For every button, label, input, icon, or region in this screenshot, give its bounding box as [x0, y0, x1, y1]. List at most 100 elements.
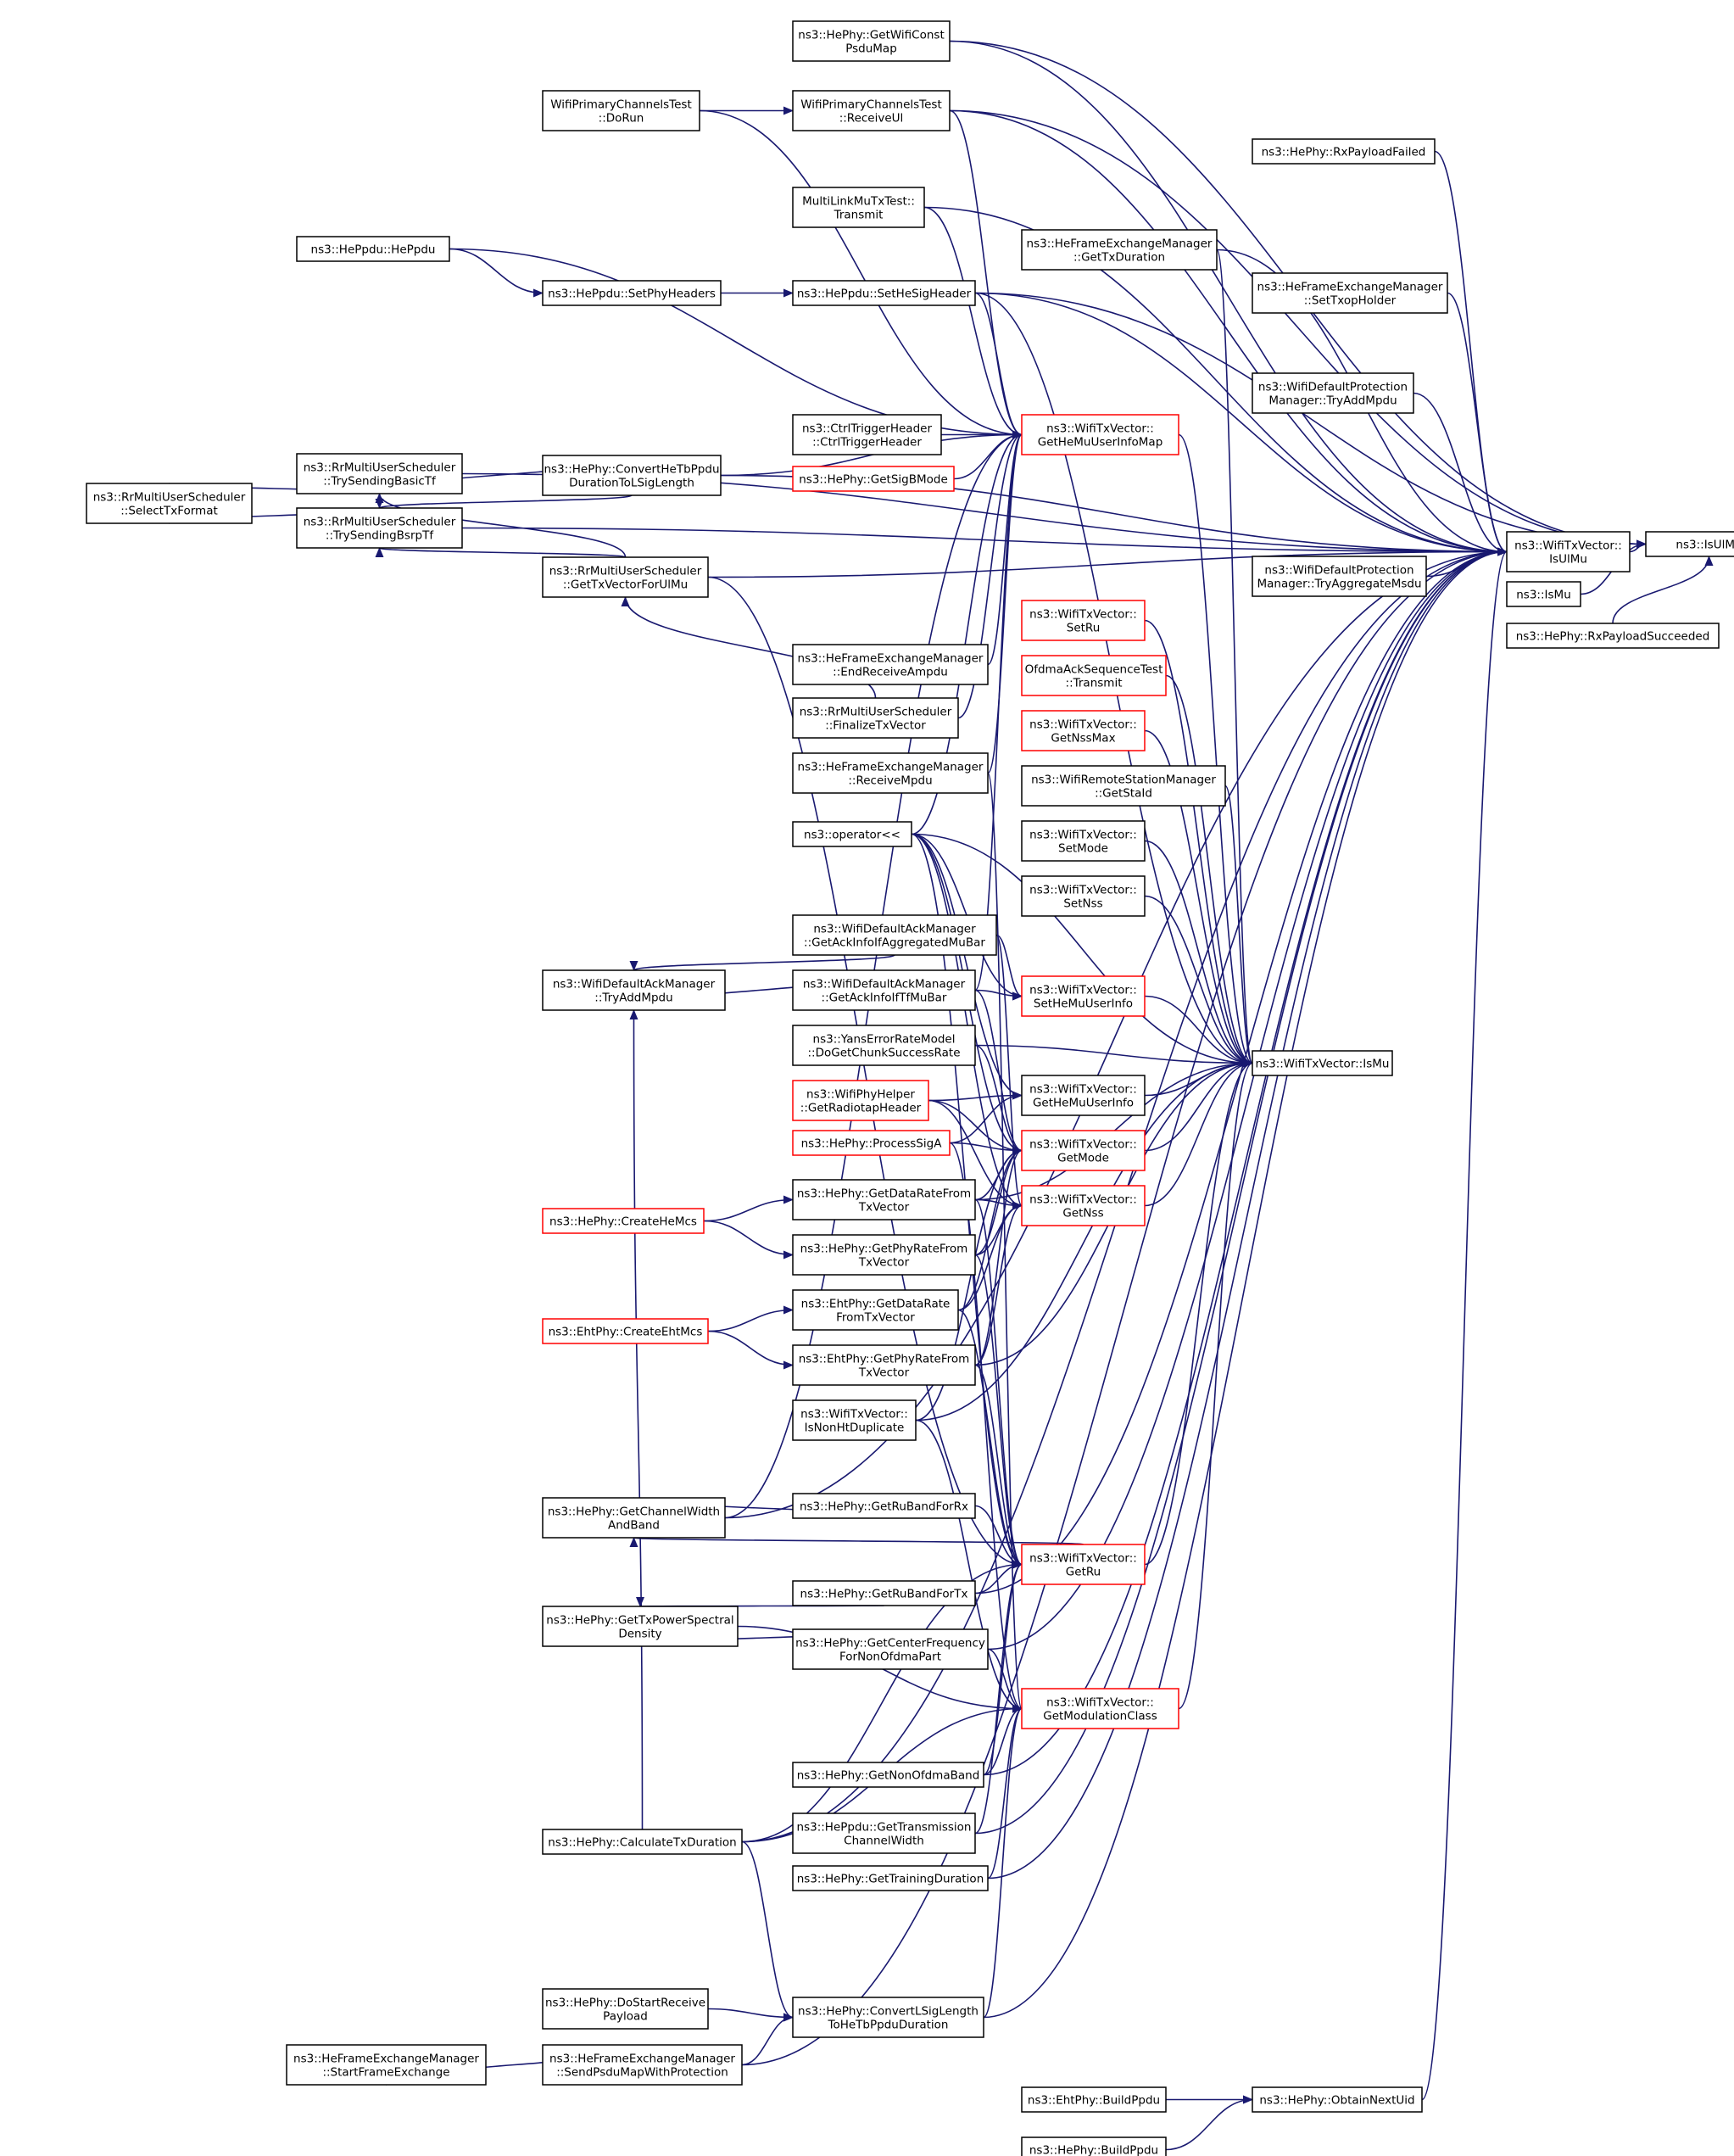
node-box — [1021, 1075, 1146, 1116]
node-box — [1021, 820, 1146, 862]
graph-node[interactable]: ns3::HePhy::ObtainNextUid — [1252, 2086, 1423, 2113]
graph-node[interactable]: ns3::HePhy::GetSigBMode — [792, 466, 955, 492]
graph-node[interactable]: ns3::HePhy::GetTrainingDuration — [792, 1865, 989, 1891]
graph-node[interactable]: ns3::WifiTxVector::IsUlMu — [1506, 531, 1631, 573]
graph-node[interactable]: ns3::WifiDefaultProtectionManager::TryAd… — [1252, 372, 1414, 414]
graph-node[interactable]: ns3::WifiDefaultProtectionManager::TryAg… — [1252, 556, 1427, 597]
graph-node[interactable]: ns3::WifiTxVector::IsNonHtDuplicate — [792, 1399, 917, 1441]
node-label: ::CtrlTriggerHeader — [812, 436, 922, 450]
call-edge — [703, 1220, 794, 1260]
graph-node[interactable]: ns3::WifiTxVector::SetMode — [1021, 820, 1146, 862]
graph-node[interactable]: WifiPrimaryChannelsTest::DoRun — [542, 90, 700, 131]
graph-node[interactable]: ns3::HePhy::RxPayloadSucceeded — [1506, 623, 1720, 649]
graph-node[interactable]: ns3::WifiDefaultAckManager::GetAckInfoIf… — [792, 969, 976, 1011]
graph-node[interactable]: ns3::operator<< — [792, 821, 912, 847]
graph-node[interactable]: ns3::WifiTxVector::GetNss — [1021, 1185, 1146, 1226]
graph-node[interactable]: ns3::RrMultiUserScheduler::FinalizeTxVec… — [792, 697, 959, 739]
graph-node[interactable]: MultiLinkMuTxTest::Transmit — [792, 187, 925, 228]
call-edge — [461, 527, 1508, 556]
graph-node[interactable]: ns3::HePpdu::SetHeSigHeader — [792, 280, 976, 306]
graph-node[interactable]: ns3::HePhy::ConvertHeTbPpduDurationToLSi… — [542, 455, 722, 496]
graph-node[interactable]: WifiPrimaryChannelsTest::ReceiveUl — [792, 90, 951, 131]
graph-node[interactable]: ns3::IsMu — [1506, 581, 1581, 607]
graph-node[interactable]: ns3::HePhy::CreateHeMcs — [542, 1208, 705, 1234]
graph-node[interactable]: ns3::WifiTxVector::GetModulationClass — [1021, 1688, 1179, 1729]
graph-node[interactable]: ns3::HePpdu::HePpdu — [296, 236, 450, 262]
graph-node[interactable]: ns3::WifiRemoteStationManager::GetStaId — [1021, 765, 1226, 807]
graph-node[interactable]: ns3::HePhy::GetNonOfdmaBand — [792, 1762, 984, 1788]
graph-node[interactable]: ns3::RrMultiUserScheduler::TrySendingBas… — [296, 453, 463, 494]
node-box — [296, 236, 450, 262]
graph-node[interactable]: ns3::CtrlTriggerHeader::CtrlTriggerHeade… — [792, 414, 942, 455]
graph-node[interactable]: ns3::WifiDefaultAckManager::TryAddMpdu — [542, 969, 726, 1011]
graph-node[interactable]: ns3::RrMultiUserScheduler::SelectTxForma… — [86, 483, 253, 524]
node-label: ns3::EhtPhy::GetDataRate — [801, 1298, 951, 1311]
graph-node[interactable]: ns3::IsUlMu — [1645, 531, 1734, 557]
node-label: ::GetAckInfoIfTfMuBar — [822, 991, 947, 1005]
graph-node[interactable]: OfdmaAckSequenceTest::Transmit — [1021, 655, 1167, 696]
graph-node[interactable]: ns3::WifiTxVector::SetNss — [1021, 875, 1146, 917]
graph-node[interactable]: ns3::WifiTxVector::GetNssMax — [1021, 710, 1146, 751]
call-edge — [741, 2013, 794, 2066]
graph-node[interactable]: ns3::HePhy::ConvertLSigLengthToHeTbPpduD… — [792, 1997, 984, 2038]
graph-node[interactable]: ns3::YansErrorRateModel::DoGetChunkSucce… — [792, 1025, 976, 1066]
node-box — [1021, 1185, 1146, 1226]
graph-node[interactable]: ns3::HePhy::BuildPpdu — [1021, 2136, 1167, 2156]
graph-node[interactable]: ns3::HePhy::GetCenterFrequencyForNonOfdm… — [792, 1628, 989, 1670]
node-box — [296, 453, 463, 494]
call-edge — [1178, 433, 1253, 1068]
graph-node[interactable]: ns3::WifiTxVector::GetHeMuUserInfoMap — [1021, 414, 1179, 455]
graph-node[interactable]: ns3::HePpdu::SetPhyHeaders — [542, 280, 722, 306]
graph-node[interactable]: ns3::HePhy::RxPayloadFailed — [1252, 138, 1436, 165]
graph-node[interactable]: ns3::HePhy::GetRuBandForTx — [792, 1580, 976, 1606]
graph-node[interactable]: ns3::HeFrameExchangeManager::EndReceiveA… — [792, 644, 989, 685]
node-box — [542, 90, 700, 131]
call-edge — [974, 292, 1647, 549]
graph-node[interactable]: ns3::EhtPhy::CreateEhtMcs — [542, 1318, 709, 1344]
graph-node[interactable]: ns3::WifiPhyHelper::GetRadiotapHeader — [792, 1080, 929, 1121]
node-label: ns3::WifiTxVector:: — [800, 1408, 908, 1422]
call-edge — [1216, 249, 1253, 1067]
graph-node[interactable]: ns3::WifiTxVector::GetMode — [1021, 1130, 1146, 1171]
graph-node[interactable]: ns3::HeFrameExchangeManager::ReceiveMpdu — [792, 752, 989, 794]
graph-node[interactable]: ns3::WifiTxVector::IsMu — [1252, 1050, 1393, 1076]
graph-node[interactable]: ns3::EhtPhy::BuildPpdu — [1021, 2086, 1167, 2113]
node-box — [792, 1399, 917, 1441]
graph-node[interactable]: ns3::WifiDefaultAckManager::GetAckInfoIf… — [792, 914, 997, 956]
node-label: ns3::WifiTxVector:: — [1514, 539, 1622, 553]
node-label: Transmit — [834, 209, 884, 222]
graph-node[interactable]: ns3::HeFrameExchangeManager::SendPsduMap… — [542, 2044, 743, 2086]
call-edge — [1144, 1058, 1253, 1152]
graph-node[interactable]: ns3::HePhy::GetRuBandForRx — [792, 1493, 976, 1519]
call-edge — [629, 954, 895, 971]
node-label: ns3::WifiDefaultProtection — [1258, 381, 1408, 394]
node-label: ns3::HePhy::BuildPpdu — [1029, 2144, 1158, 2156]
node-label: GetHeMuUserInfo — [1033, 1097, 1134, 1110]
graph-node[interactable]: ns3::HeFrameExchangeManager::SetTxopHold… — [1252, 272, 1448, 314]
node-label: GetModulationClass — [1043, 1710, 1157, 1723]
graph-node[interactable]: ns3::WifiTxVector::GetHeMuUserInfo — [1021, 1075, 1146, 1116]
graph-node[interactable]: ns3::WifiTxVector::SetRu — [1021, 600, 1146, 641]
graph-node[interactable]: ns3::WifiTxVector::SetHeMuUserInfo — [1021, 975, 1146, 1017]
graph-node[interactable]: ns3::RrMultiUserScheduler::GetTxVectorFo… — [542, 556, 709, 598]
graph-node[interactable]: ns3::HeFrameExchangeManager::GetTxDurati… — [1021, 229, 1218, 271]
node-label: ns3::WifiTxVector:: — [1046, 1696, 1154, 1710]
node-box — [542, 1497, 726, 1539]
graph-node[interactable]: ns3::HeFrameExchangeManager::StartFrameE… — [286, 2044, 487, 2086]
graph-node[interactable]: ns3::HePhy::ProcessSigA — [792, 1130, 951, 1156]
graph-node[interactable]: ns3::WifiTxVector::GetRu — [1021, 1544, 1146, 1585]
node-label: ns3::HeFrameExchangeManager — [549, 2053, 735, 2066]
call-edge — [915, 1058, 1253, 1422]
graph-node[interactable]: ns3::RrMultiUserScheduler::TrySendingBsr… — [296, 507, 463, 549]
graph-node[interactable]: ns3::HePhy::CalculateTxDuration — [542, 1829, 743, 1855]
node-label: Density — [618, 1628, 661, 1641]
